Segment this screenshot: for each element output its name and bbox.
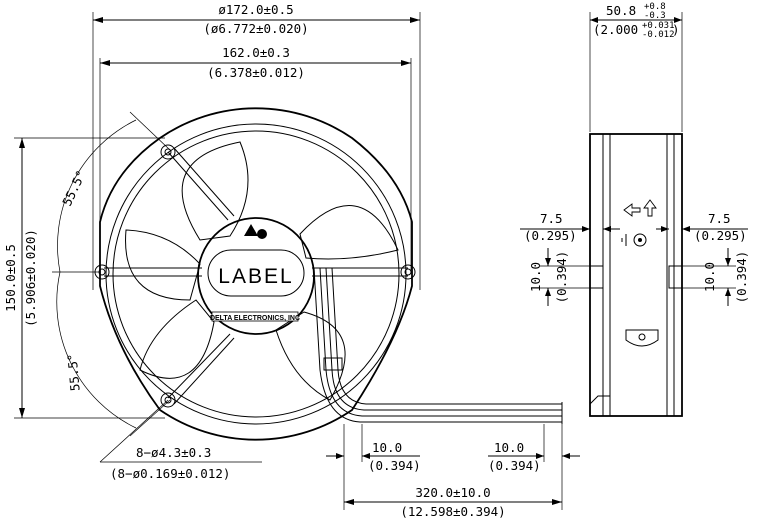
mount-span-mm: 162.0±0.3 (222, 45, 290, 60)
flange-right-mm: 7.5 (708, 211, 731, 226)
airflow-arrow-icon (623, 203, 641, 217)
depth-in-tol-plus: +0.031 (642, 21, 675, 31)
depth-in-close: ) (672, 22, 680, 37)
flange-right-in: (0.295) (694, 228, 747, 243)
front-view: ø172.0±0.5 (ø6.772±0.020) 162.0±0.3 (6.3… (3, 2, 580, 519)
slot-right-mm: 10.0 (702, 262, 717, 292)
mount-span-in: (6.378±0.012) (207, 65, 305, 80)
angle-arc-bottom (56, 271, 137, 429)
outer-dia-in: (ø6.772±0.020) (203, 21, 308, 36)
maker-text: DELTA ELECTRONICS, INC (210, 315, 300, 322)
angle-arc-top (57, 119, 137, 273)
slot-left-in: (0.394) (554, 251, 569, 304)
holes-in: (8−ø0.169±0.012) (110, 466, 230, 481)
angle-top-label: 55.5° (59, 168, 89, 208)
mount-hole-left (94, 264, 110, 280)
height-mm: 150.0±0.5 (3, 244, 18, 312)
outer-dia-mm: ø172.0±0.5 (218, 2, 293, 17)
mount-hole-top-left (160, 144, 176, 160)
depth-tol-plus: +0.8 (644, 2, 666, 12)
depth-in-tol-minus: -0.012 (642, 30, 675, 40)
lead-length-mm: 320.0±10.0 (415, 485, 490, 500)
label-box (207, 249, 305, 297)
side-view: 50.8 +0.8 -0.3 (2.000 +0.031 -0.012 ) (520, 2, 749, 417)
strip-left-mm: 10.0 (372, 440, 402, 455)
lead-length-in: (12.598±0.394) (400, 504, 505, 519)
ground-terminal-icon (633, 233, 647, 247)
slot-left-mm: 10.0 (528, 262, 543, 292)
flange-left-in: (0.295) (524, 228, 577, 243)
mount-hole-bottom-left (160, 392, 176, 408)
strip-right-in: (0.394) (488, 458, 541, 473)
slot-right-in: (0.394) (734, 251, 749, 304)
fan-frame (99, 107, 413, 441)
angle-bottom-label: 55.5° (64, 353, 82, 392)
depth-in: (2.000 (593, 22, 638, 37)
fan-blades (125, 141, 399, 401)
height-in: (5.906±0.020) (23, 229, 38, 327)
delta-logo-icon (244, 224, 267, 239)
side-body (589, 133, 683, 417)
slot-right (668, 265, 683, 289)
holes-mm: 8−ø4.3±0.3 (136, 445, 211, 460)
flange-left-mm: 7.5 (540, 211, 563, 226)
depth-mm: 50.8 (606, 3, 636, 18)
strip-left-in: (0.394) (368, 458, 421, 473)
mount-hole-right (400, 264, 416, 280)
rotation-arrow-icon (643, 199, 657, 217)
depth-tol-minus: -0.3 (644, 11, 666, 21)
lead-wires (313, 267, 563, 424)
mount-tab (625, 329, 659, 347)
slot-left (589, 265, 604, 289)
strip-right-mm: 10.0 (494, 440, 524, 455)
label-text: LABEL (218, 265, 293, 288)
